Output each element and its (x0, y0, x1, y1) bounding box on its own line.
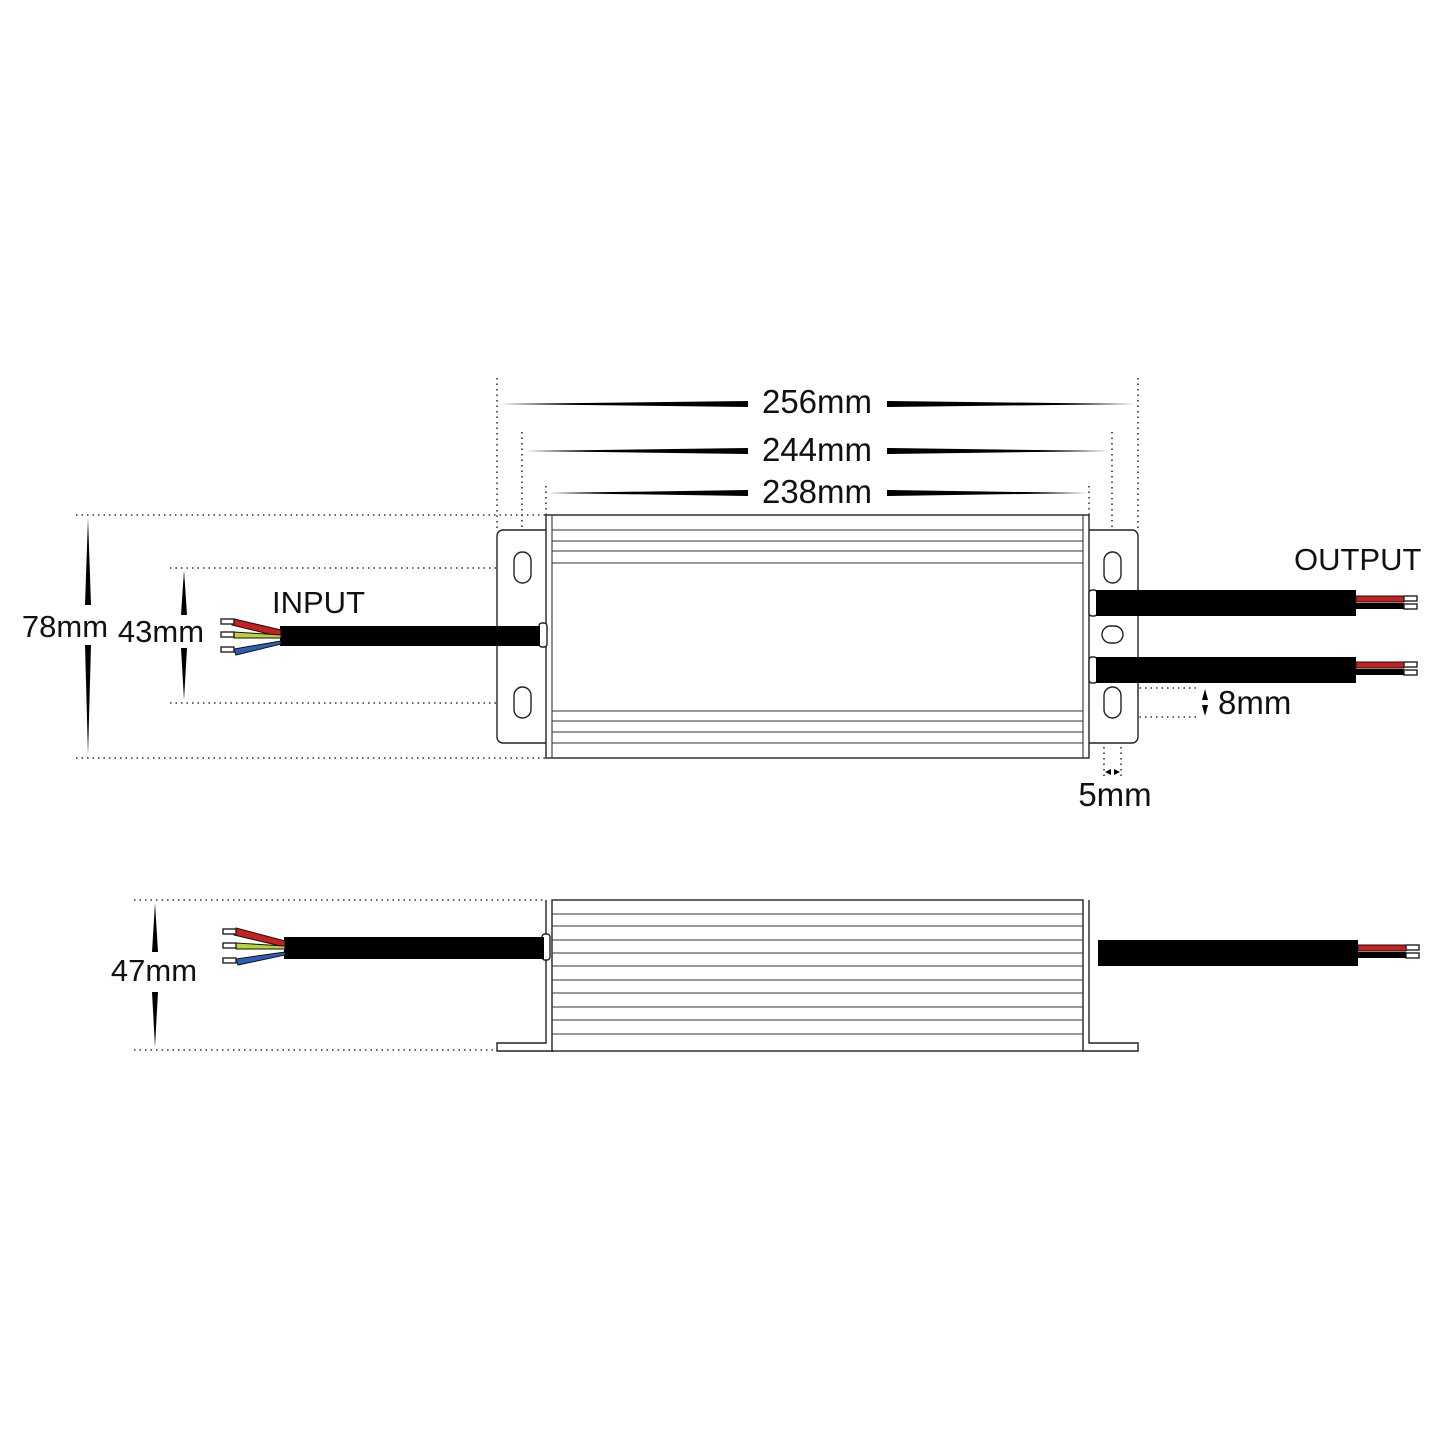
side-input-wire-tip (222, 957, 237, 964)
dimension-arrow-8-bottom (1202, 705, 1208, 716)
dimension-arrow-244-left (525, 448, 748, 454)
dimension-arrow-238-left (548, 490, 748, 496)
mounting-slot-top-right (1103, 551, 1122, 584)
dimension-arrow-8-top (1202, 689, 1208, 700)
input-cable (280, 626, 540, 646)
output-wire-red (1355, 661, 1405, 669)
side-mounting-flange-right (1083, 900, 1139, 1052)
output-wire-tip (1403, 603, 1418, 610)
output-cable-bottom (1096, 657, 1356, 683)
side-output-cable (1098, 940, 1358, 966)
dimension-body-length: 238mm (762, 473, 872, 510)
dimension-arrow-78-top (85, 518, 91, 605)
dimension-overall-length: 256mm (762, 383, 872, 420)
dimension-overall-width: 78mm (22, 609, 108, 644)
side-output-wire-tip (1405, 952, 1420, 959)
dimension-hole-vertical-spacing: 43mm (118, 614, 204, 649)
side-input-wire-blue (235, 951, 286, 966)
output-wire-tip (1403, 595, 1418, 602)
dimension-arrow-5-right (1114, 769, 1120, 775)
mounting-slot-middle-right (1101, 625, 1124, 644)
dimension-arrow-5-left (1105, 769, 1111, 775)
dimension-arrow-244-right (887, 448, 1110, 454)
enclosure-body (545, 514, 1090, 759)
side-input-wire-tip (222, 942, 237, 949)
side-output-wire-black (1358, 952, 1406, 958)
output-wire-tip (1403, 661, 1418, 668)
side-mounting-flange-left (496, 900, 554, 1052)
output-wire-black (1356, 603, 1404, 609)
dimension-arrow-256-left (500, 401, 748, 407)
mounting-slot-bottom-left (513, 686, 532, 719)
dimension-arrow-43-top (181, 570, 187, 615)
side-enclosure-body (551, 899, 1084, 1052)
output-cable-top (1096, 590, 1356, 616)
input-wire-tip (220, 631, 235, 638)
dimension-mount-hole-spacing: 244mm (762, 431, 872, 468)
dimension-arrow-238-right (887, 490, 1087, 496)
input-label: INPUT (272, 585, 365, 620)
input-wire-blue (233, 640, 282, 656)
side-output-wire-tip (1405, 944, 1420, 951)
dimension-arrow-256-right (887, 401, 1135, 407)
output-label: OUTPUT (1294, 542, 1422, 577)
dimension-slot-length: 8mm (1218, 684, 1291, 721)
dimension-arrow-78-bottom (85, 645, 91, 755)
side-input-wire-red (233, 927, 286, 948)
side-input-wire-yellow-green (235, 942, 286, 950)
input-wire-tip (220, 618, 235, 625)
dimension-arrow-43-bottom (181, 648, 187, 700)
output-cable-gland (1088, 589, 1098, 617)
input-wire-yellow-green (233, 631, 282, 639)
dimension-height: 47mm (111, 953, 197, 988)
side-output-wire-red (1357, 944, 1407, 952)
input-cable-gland (538, 622, 548, 648)
output-wire-tip (1403, 669, 1418, 676)
dimension-arrow-47-bottom (152, 992, 158, 1047)
input-wire-tip (220, 646, 235, 653)
output-wire-black (1356, 669, 1404, 675)
dimension-slot-width: 5mm (1078, 776, 1151, 813)
side-input-cable (284, 937, 544, 959)
output-wire-red (1355, 595, 1405, 603)
dimension-arrow-47-top (152, 903, 158, 952)
side-input-wire-tip (222, 928, 237, 935)
top-view: 256mm 244mm 238mm 78mm 43mm 8mm 5mm INPU… (22, 378, 1422, 813)
output-cable-gland (1088, 656, 1098, 684)
side-view: 47mm (111, 899, 1420, 1052)
mounting-slot-bottom-right (1103, 686, 1122, 719)
mounting-slot-top-left (513, 551, 532, 584)
